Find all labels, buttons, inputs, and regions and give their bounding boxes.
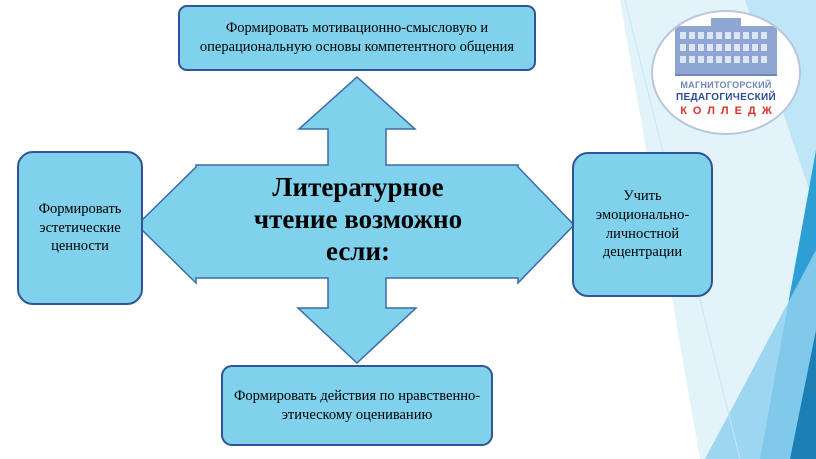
building-icon xyxy=(675,18,777,76)
goal-box-bottom: Формировать действия по нравственно-этич… xyxy=(221,365,493,446)
college-logo: МАГНИТОГОРСКИЙ ПЕДАГОГИЧЕСКИЙ КОЛЛЕДЖ xyxy=(651,10,801,135)
goal-box-top: Формировать мотивационно-смысловую и опе… xyxy=(178,5,536,71)
goal-box-left: Формировать эстетические ценности xyxy=(17,151,143,305)
center-heading: Литературное чтение возможно если: xyxy=(253,172,463,266)
goal-text-top: Формировать мотивационно-смысловую и опе… xyxy=(199,20,515,55)
decor-triangle-accent-light xyxy=(705,250,816,459)
goal-text-left: Формировать эстетические ценности xyxy=(38,200,122,255)
goal-text-bottom: Формировать действия по нравственно-этич… xyxy=(233,387,481,423)
logo-text-college: КОЛЛЕДЖ xyxy=(680,105,778,117)
logo-text-pedagogical: ПЕДАГОГИЧЕСКИЙ xyxy=(676,92,776,103)
four-way-arrow xyxy=(135,75,576,365)
decor-triangle-accent-deep xyxy=(790,330,816,459)
goal-box-right: Учить эмоционально-личностной децентраци… xyxy=(572,152,713,297)
goal-text-right: Учить эмоционально-личностной децентраци… xyxy=(595,187,690,261)
logo-text-city: МАГНИТОГОРСКИЙ xyxy=(680,80,772,90)
